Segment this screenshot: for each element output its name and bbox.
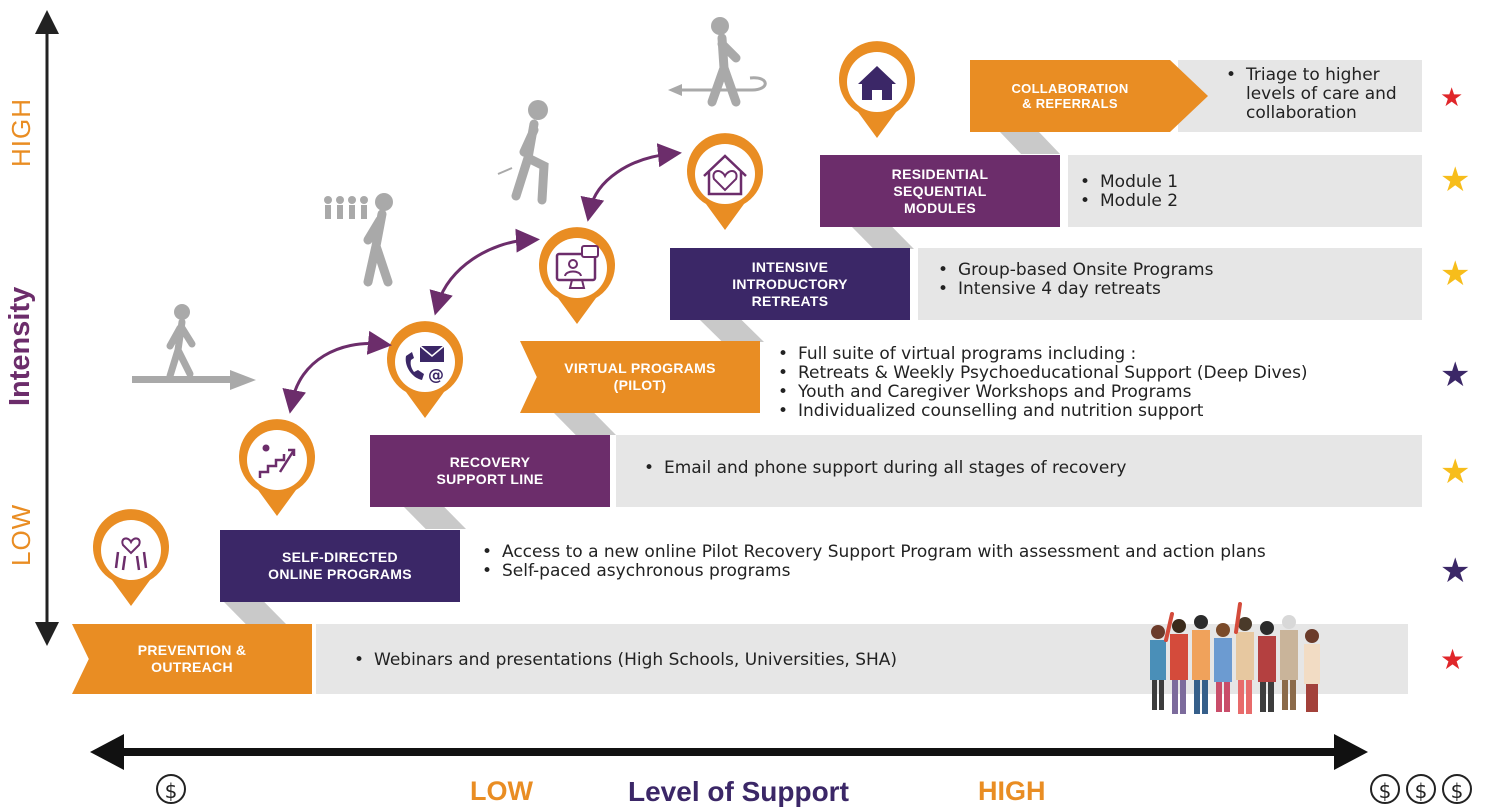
runner-arrow-icon bbox=[668, 17, 767, 107]
step-2-bullet-2: Self-paced asychronous programs bbox=[478, 562, 1266, 582]
step-4-label: VIRTUAL PROGRAMS (PILOT) bbox=[520, 341, 760, 413]
step-4-bullets: Full suite of virtual programs including… bbox=[774, 345, 1308, 422]
climbing-person-icon bbox=[497, 100, 549, 205]
step-1-fold bbox=[224, 602, 286, 624]
step-1-bullet-1: Webinars and presentations (High Schools… bbox=[350, 651, 897, 671]
step-6-bullet-1: Module 1 bbox=[1076, 173, 1178, 193]
step-6-bullet-2: Module 2 bbox=[1076, 192, 1178, 212]
step-3-bullet-1: Email and phone support during all stage… bbox=[640, 459, 1126, 479]
step-3-bullets: Email and phone support during all stage… bbox=[640, 459, 1126, 479]
pin-hands-heart-icon bbox=[93, 509, 169, 606]
step-4-bullet-3: Youth and Caregiver Workshops and Progra… bbox=[774, 383, 1308, 403]
step-4-bullet-4: Individualized counselling and nutrition… bbox=[774, 402, 1308, 422]
dollar-low-icon: $ bbox=[156, 774, 186, 804]
step-4-fold bbox=[700, 320, 764, 342]
step-7-star-icon: ★ bbox=[1440, 82, 1464, 112]
step-5-label: INTENSIVE INTRODUCTORY RETREATS bbox=[670, 248, 910, 320]
pin-phone-email-icon: @ bbox=[387, 321, 463, 418]
y-axis-title: Intensity bbox=[4, 286, 36, 406]
step-7-bullet-1: Triage to higher levels of care and coll… bbox=[1222, 66, 1416, 123]
step-6-bullets: Module 1 Module 2 bbox=[1076, 173, 1178, 212]
step-2-bullet-1: Access to a new online Pilot Recovery Su… bbox=[478, 543, 1266, 563]
dollar-high-icon-2: $ bbox=[1406, 774, 1436, 804]
step-6-label: RESIDENTIAL SEQUENTIAL MODULES bbox=[820, 155, 1060, 227]
step-3-star-icon: ★ bbox=[1440, 453, 1471, 491]
step-1-bullets: Webinars and presentations (High Schools… bbox=[350, 651, 897, 671]
step-2-fold bbox=[404, 507, 466, 529]
step-2-star-icon: ★ bbox=[1440, 552, 1471, 590]
y-axis-low-label: LOW bbox=[6, 503, 36, 566]
step-4-star-icon: ★ bbox=[1440, 356, 1471, 394]
y-axis-high-label: HIGH bbox=[6, 98, 36, 167]
step-5-bullets: Group-based Onsite Programs Intensive 4 … bbox=[934, 261, 1213, 300]
x-axis-arrow bbox=[90, 734, 1368, 770]
walking-person-icon bbox=[132, 304, 256, 390]
x-axis-high-label: HIGH bbox=[978, 776, 1046, 806]
step-5-bullet-1: Group-based Onsite Programs bbox=[934, 261, 1213, 281]
step-1-star-icon: ★ bbox=[1440, 644, 1466, 675]
step-5-bullet-2: Intensive 4 day retreats bbox=[934, 280, 1213, 300]
step-6-star-icon: ★ bbox=[1440, 161, 1471, 199]
step-5-star-icon: ★ bbox=[1440, 255, 1471, 293]
step-4-bullet-1: Full suite of virtual programs including… bbox=[774, 345, 1308, 365]
pin-house-heart-icon bbox=[687, 133, 763, 230]
y-axis-arrow bbox=[35, 10, 59, 646]
x-axis-title: Level of Support bbox=[628, 776, 849, 807]
step-7-bullets: Triage to higher levels of care and coll… bbox=[1222, 66, 1416, 123]
pin-home-icon bbox=[839, 41, 915, 138]
step-3-label: RECOVERY SUPPORT LINE bbox=[370, 435, 610, 507]
pin-stairs-arrow-icon bbox=[239, 419, 315, 516]
step-4-bullet-2: Retreats & Weekly Psychoeducational Supp… bbox=[774, 364, 1308, 384]
step-2-bullets: Access to a new online Pilot Recovery Su… bbox=[478, 543, 1266, 582]
crowd-illustration bbox=[1150, 602, 1320, 714]
group-walking-icon bbox=[324, 193, 393, 287]
dollar-high-icon-3: $ bbox=[1442, 774, 1472, 804]
step-2-label: SELF-DIRECTED ONLINE PROGRAMS bbox=[220, 530, 460, 602]
svg-text:@: @ bbox=[428, 365, 444, 384]
dollar-high-icon-1: $ bbox=[1370, 774, 1400, 804]
step-7-label: COLLABORATION & REFERRALS bbox=[1011, 81, 1129, 111]
step-7-label-arrow bbox=[970, 60, 1208, 132]
step-1-label: PREVENTION & OUTREACH bbox=[72, 624, 312, 694]
step-6-fold bbox=[1000, 132, 1060, 154]
x-axis-low-label: LOW bbox=[470, 776, 533, 806]
step-5-fold bbox=[852, 227, 914, 249]
connector-arrows bbox=[282, 143, 682, 414]
pin-computer-chat-icon bbox=[539, 227, 615, 324]
